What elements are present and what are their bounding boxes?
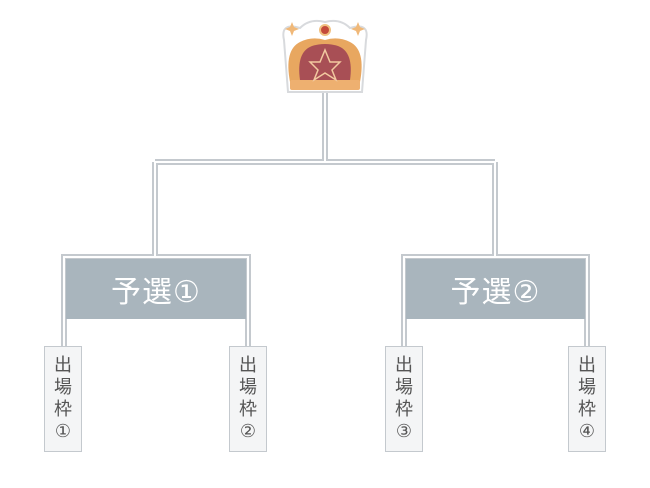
qualifier-1: 予選① (66, 259, 246, 319)
slot-char: 出 (578, 355, 596, 376)
slot-char: 場 (395, 377, 413, 398)
slot-char: ① (54, 421, 72, 442)
slot-char: 枠 (578, 399, 596, 420)
slot-char: 枠 (395, 399, 413, 420)
crown-icon (282, 19, 368, 93)
slot-char: 場 (239, 377, 257, 398)
slot-char: ④ (578, 421, 596, 442)
qualifier-2: 予選② (406, 259, 585, 319)
qualifier-1-label: 予選① (111, 275, 201, 310)
slot-char: 出 (54, 355, 72, 376)
slot-char: 場 (54, 377, 72, 398)
slot-char: 出 (395, 355, 413, 376)
slot-char: ③ (395, 421, 413, 442)
slot-char: 出 (239, 355, 257, 376)
qualifier-2-label: 予選② (450, 275, 541, 310)
slot-char: 場 (578, 377, 596, 398)
slot-char: 枠 (54, 399, 72, 420)
slot-char: 枠 (239, 399, 257, 420)
slot-char: ② (239, 421, 257, 442)
